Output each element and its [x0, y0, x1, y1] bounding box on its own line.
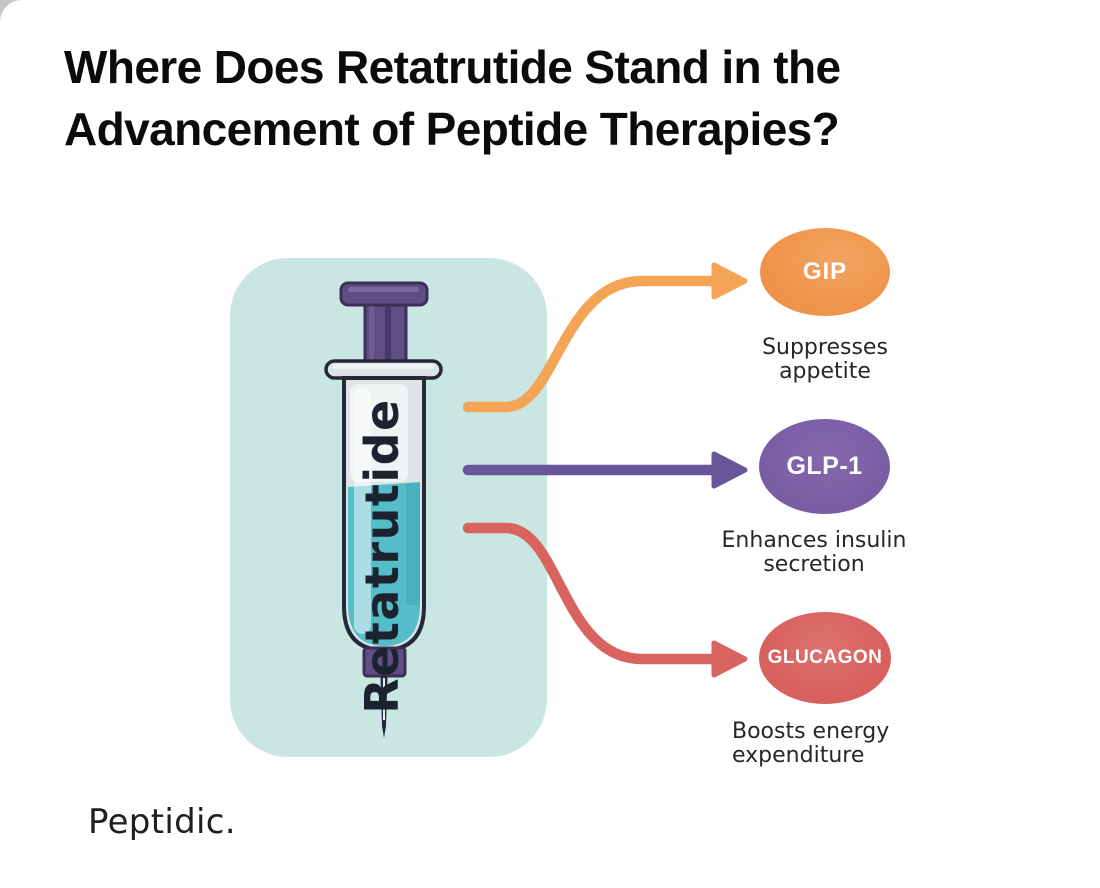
brand-logo: Peptidic. — [88, 802, 236, 842]
gip-arrow-curve — [462, 275, 718, 413]
syringe-flange-highlight — [333, 364, 434, 369]
caption-glp1-line-1: Enhances insulin — [721, 528, 907, 553]
caption-glucagon: Boosts energy expenditure — [732, 720, 952, 767]
syringe-glass-highlight — [354, 388, 371, 634]
syringe-liquid-shade — [406, 483, 420, 605]
syringe-plunger-handle-highlight — [348, 287, 419, 292]
title-line-2: Advancement of Peptide Therapies? — [64, 103, 840, 155]
syringe-plunger-stem-shade — [385, 298, 391, 361]
caption-glp1-line-2: secretion — [763, 551, 865, 577]
glp1-arrowhead-icon — [711, 451, 748, 489]
gip-arrowhead-icon — [711, 262, 748, 300]
caption-glp1: Enhances insulin secretion — [704, 529, 924, 576]
hormone-bubble-glucagon: GLUCAGON — [759, 612, 891, 704]
hormone-bubble-glp1: GLP-1 — [759, 419, 890, 514]
hormone-bubble-gip: GIP — [760, 228, 890, 316]
hormone-label-glucagon: GLUCAGON — [767, 647, 883, 668]
syringe-plunger-stem-highlight — [369, 298, 374, 361]
syringe-icon: Retatrutide — [324, 281, 443, 738]
gip-arrow — [462, 262, 748, 413]
glucagon-arrow-curve — [462, 522, 718, 665]
glucagon-arrow — [462, 522, 748, 678]
page-title: Where Does Retatrutide Stand in the Adva… — [64, 36, 841, 160]
glp1-arrow — [462, 451, 748, 489]
glucagon-arrowhead-icon — [711, 640, 748, 678]
hormone-label-glp1: GLP-1 — [786, 452, 863, 480]
title-line-1: Where Does Retatrutide Stand in the — [64, 41, 841, 93]
caption-glucagon-line-1: Boosts energy — [732, 719, 890, 744]
syringe-flange — [324, 359, 443, 380]
caption-gip-line-2: appetite — [779, 358, 871, 384]
caption-glucagon-line-2: expenditure — [732, 742, 865, 768]
caption-gip: Suppresses appetite — [725, 336, 925, 383]
hormone-label-gip: GIP — [802, 258, 848, 285]
syringe-plunger-handle — [339, 281, 429, 307]
syringe-drug-label: Retatrutide — [355, 398, 409, 713]
caption-gip-line-1: Suppresses — [762, 335, 888, 360]
